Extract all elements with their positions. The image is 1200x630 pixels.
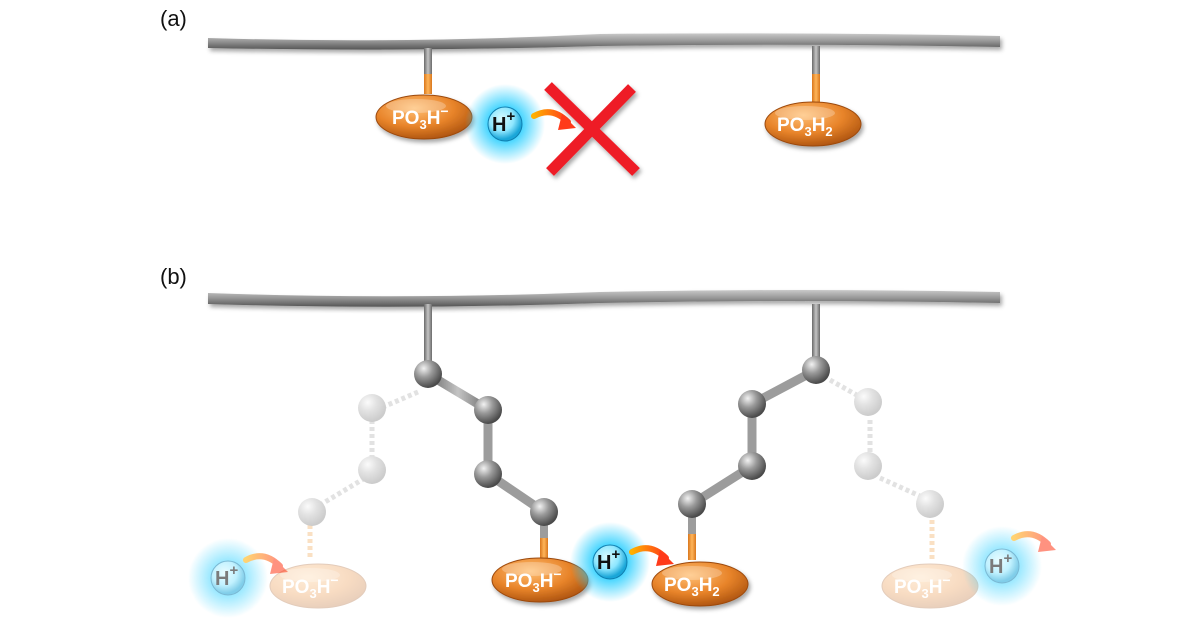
svg-text:H+: H+	[989, 550, 1012, 578]
svg-text:H+: H+	[215, 562, 238, 590]
carbon-atom	[530, 498, 558, 526]
svg-text:PO3H−: PO3H−	[894, 572, 951, 601]
side-chain-stick	[812, 46, 820, 74]
panel-b: PO3H− H+ PO3H− H+	[187, 290, 1056, 619]
red-cross-icon	[544, 82, 640, 176]
polymer-backbone-b	[208, 290, 1000, 307]
carbon-atom	[474, 396, 502, 424]
linker-stick	[812, 74, 820, 102]
proton-faded-left: H+	[187, 537, 288, 619]
phosphonate-label: PO3H−	[392, 103, 449, 132]
proton-faded-right: H+	[961, 525, 1056, 607]
ghost-chain-right: PO3H−	[828, 377, 979, 609]
carbon-atom	[678, 490, 706, 518]
carbon-atom	[738, 452, 766, 480]
panel-a: PO3H− H+ PO3H2	[208, 33, 1000, 176]
carbon-atom	[738, 390, 766, 418]
linker-stick	[424, 74, 432, 94]
phosphonate-label: PO3H−	[505, 566, 562, 595]
side-chain-right: PO3H2	[651, 304, 830, 607]
side-chain-left: PO3H−	[414, 304, 589, 603]
carbon-atom	[414, 360, 442, 388]
side-chain-stick	[424, 48, 432, 74]
carbon-atom	[802, 356, 830, 384]
panel-label-a: (a)	[160, 6, 187, 31]
phosphonic-acid-label: PO3H2	[777, 115, 833, 139]
proton-label: H+	[597, 546, 620, 574]
svg-text:PO3H−: PO3H−	[282, 572, 339, 601]
proton-label: H+	[492, 108, 515, 136]
polymer-backbone-a	[208, 33, 1000, 50]
ghost-chain-left: PO3H−	[269, 389, 419, 609]
phosphonic-acid-label: PO3H2	[664, 575, 720, 599]
carbon-atom	[474, 460, 502, 488]
panel-label-b: (b)	[160, 264, 187, 289]
